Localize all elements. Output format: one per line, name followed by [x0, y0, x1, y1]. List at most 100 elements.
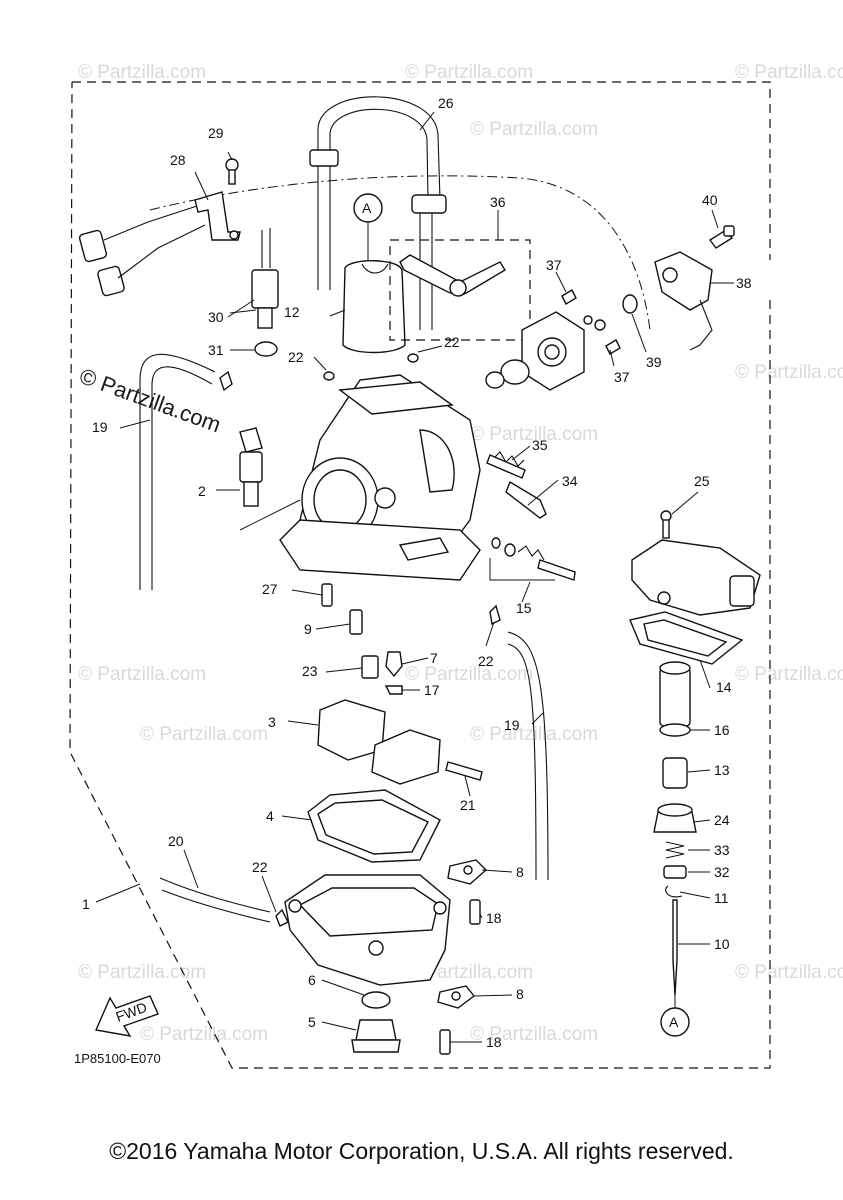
o-ring-16	[659, 723, 691, 737]
callout-39: 39	[646, 354, 662, 370]
callout-31: 31	[208, 342, 224, 358]
pilot-screw-2	[239, 427, 263, 507]
drain-plug-5	[351, 1019, 401, 1053]
accelerator-pump-cover	[631, 539, 761, 616]
clip-17	[384, 685, 403, 695]
callout-10: 10	[714, 936, 730, 952]
callout-27: 27	[262, 581, 278, 597]
screw-27	[321, 583, 333, 607]
callout-37b: 37	[614, 369, 630, 385]
screw-29	[225, 158, 239, 185]
callout-40: 40	[702, 192, 718, 208]
callout-25: 25	[694, 473, 710, 489]
drain-hose-20	[159, 877, 271, 923]
callout-18: 18	[486, 910, 502, 926]
throttle-body-cover	[485, 289, 621, 391]
callout-19b: 19	[504, 717, 520, 733]
callout-7: 7	[430, 650, 438, 666]
callout-1: 1	[82, 896, 90, 912]
watermark: © Partzilla.com	[735, 362, 843, 383]
callout-9: 9	[304, 621, 312, 637]
callout-4: 4	[266, 808, 274, 824]
diagram-code: 1P85100-E070	[74, 1051, 161, 1066]
screw-18-top	[469, 899, 481, 925]
screw-40	[708, 225, 735, 249]
callout-12: 12	[284, 304, 300, 320]
clip-11	[665, 885, 683, 898]
callout-8b: 8	[516, 986, 524, 1002]
callout-33: 33	[714, 842, 730, 858]
jet-needle-10	[672, 899, 678, 1010]
vent-hose-26	[309, 96, 447, 330]
callout-37: 37	[546, 257, 562, 273]
callout-26: 26	[438, 95, 454, 111]
sensor-cable-path	[149, 175, 651, 331]
callout-5: 5	[308, 1014, 316, 1030]
pump-diaphragm	[659, 661, 691, 727]
float-pin-21	[445, 761, 483, 781]
callout-22: 22	[288, 349, 304, 365]
copyright-notice: ©2016 Yamaha Motor Corporation, U.S.A. A…	[109, 1138, 734, 1164]
screw-25	[660, 510, 672, 539]
gasket-14	[629, 611, 744, 665]
watermark: © Partzilla.com	[78, 664, 206, 685]
callout-13: 13	[714, 762, 730, 778]
sensor-30	[251, 228, 279, 329]
callout-8: 8	[516, 864, 524, 880]
throttle-lever-36	[389, 239, 531, 341]
callout-6: 6	[308, 972, 316, 988]
callout-19: 19	[92, 419, 108, 435]
watermark: © Partzilla.com	[78, 962, 206, 983]
callout-36: 36	[490, 194, 506, 210]
callout-38: 38	[736, 275, 752, 291]
bracket-8-top	[447, 859, 488, 885]
washer-32	[663, 865, 687, 879]
callout-numbers: 1 2 3 4 5 6 7 8 8 9 10 11 12 13 14 15 16…	[82, 95, 752, 1050]
clips-22	[219, 353, 501, 927]
callout-28: 28	[170, 152, 186, 168]
callout-16: 16	[714, 722, 730, 738]
callout-2: 2	[198, 483, 206, 499]
callout-22d: 22	[478, 653, 494, 669]
screw-18-bottom	[439, 1029, 451, 1055]
callout-30: 30	[208, 309, 224, 325]
watermark: © Partzilla.com	[735, 62, 843, 83]
reference-marker-label: A	[669, 1014, 679, 1030]
callout-15: 15	[516, 600, 532, 616]
watermark: © Partzilla.com	[140, 1024, 268, 1045]
callout-22b: 22	[444, 334, 460, 350]
bracket-8-bottom	[437, 985, 475, 1009]
reference-marker-a-top: A	[353, 193, 383, 260]
callout-20: 20	[168, 833, 184, 849]
spring-33	[665, 841, 685, 859]
throttle-stop-spring-35	[486, 451, 526, 479]
callout-29: 29	[208, 125, 224, 141]
watermark: © Partzilla.com	[470, 119, 598, 140]
float-bowl-gasket-4	[307, 789, 441, 863]
watermark: © Partzilla.com	[735, 962, 843, 983]
watermark: © Partzilla.com	[470, 424, 598, 445]
callout-11: 11	[714, 890, 729, 906]
overflow-hose-19-right	[507, 631, 549, 881]
watermark: © Partzilla.com	[140, 724, 268, 745]
watermark: © Partzilla.com	[405, 664, 533, 685]
wiring-connectors	[78, 191, 241, 297]
callout-23: 23	[302, 663, 318, 679]
reference-marker-a-bottom: A	[660, 1007, 690, 1037]
watermark: © Partzilla.com	[735, 664, 843, 685]
leader-lines	[95, 111, 734, 1043]
watermark: © Partzilla.com	[78, 62, 206, 83]
overflow-hose-19-left	[139, 353, 216, 590]
throttle-slide-12	[342, 260, 406, 354]
o-ring-6	[361, 991, 391, 1009]
assembly-boundary	[69, 81, 771, 1069]
jet-23	[361, 655, 379, 679]
throttle-stop-screw-34	[505, 480, 547, 519]
callout-24: 24	[714, 812, 730, 828]
reference-marker-label: A	[362, 200, 372, 216]
callout-18b: 18	[486, 1034, 502, 1050]
callout-22c: 22	[252, 859, 268, 875]
callout-32: 32	[714, 864, 730, 880]
screw-set-15	[489, 537, 576, 581]
